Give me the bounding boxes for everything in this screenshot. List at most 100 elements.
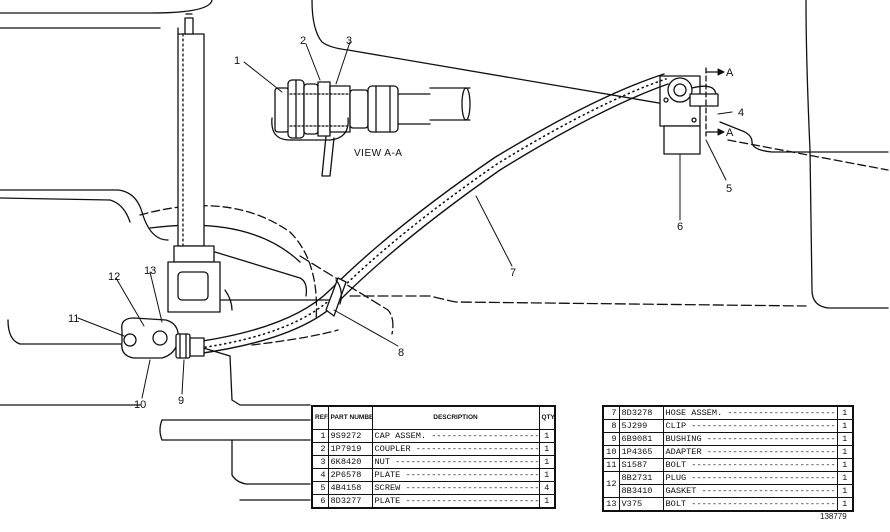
description-cell: BUSHING --------------------------------…: [662, 432, 838, 446]
ref-cell: 7: [602, 405, 620, 420]
callout-8: 8: [398, 347, 404, 359]
hose-assembly: [195, 73, 669, 355]
part-number-cell: S1587: [618, 458, 664, 472]
parts-table-left: REF. NO. PART NUMBER DESCRIPTION QTY 19S…: [311, 405, 556, 509]
coupler-view-aa: [271, 79, 471, 177]
callout-6: 6: [677, 221, 683, 233]
ref-cell: 5: [311, 481, 329, 495]
ref-cell: 11: [602, 458, 620, 472]
part-number-cell: 9S9272: [327, 429, 373, 443]
description-cell: CLIP -----------------------------------…: [662, 419, 838, 433]
qty-cell: 1: [538, 494, 556, 509]
description-cell: BOLT -----------------------------------…: [662, 497, 838, 512]
hose-clip: [325, 277, 347, 317]
vertical-pipe: [167, 13, 221, 313]
part-number-cell: 6K8420: [327, 455, 373, 469]
description-cell: NUT ------------------------------------…: [371, 455, 540, 469]
section-arrows: [705, 68, 725, 136]
callout-13: 13: [144, 265, 156, 277]
table-header: REF. NO. PART NUMBER DESCRIPTION QTY: [311, 405, 556, 430]
ref-cell: 12: [602, 471, 620, 498]
qty-cell: 1: [538, 429, 556, 443]
callout-1: 1: [234, 55, 240, 67]
part-number-cell: 8B2731: [618, 471, 664, 485]
qty-cell: 1: [836, 445, 854, 459]
qty-cell: 1: [538, 455, 556, 469]
callout-4: 4: [738, 107, 744, 119]
qty-cell: 1: [538, 442, 556, 456]
callout-10: 10: [134, 399, 146, 411]
header-part: PART NUMBER: [327, 405, 373, 430]
qty-cell: 1: [836, 484, 854, 498]
ref-cell: 13: [602, 497, 620, 512]
ref-cell: 1: [311, 429, 329, 443]
description-cell: CAP ASSEM. -----------------------------…: [371, 429, 540, 443]
part-number-cell: 4B4158: [327, 481, 373, 495]
ref-cell: 2: [311, 442, 329, 456]
ref-cell: 4: [311, 468, 329, 482]
adapter-assembly: [121, 317, 205, 359]
leader-lines: [77, 41, 733, 399]
qty-cell: 4: [538, 481, 556, 495]
description-cell: PLUG -----------------------------------…: [662, 471, 838, 485]
part-number-cell: V375: [618, 497, 664, 512]
catalog-number: 138779: [820, 512, 847, 521]
description-cell: GASKET ---------------------------------…: [662, 484, 838, 498]
qty-cell: 1: [836, 497, 854, 512]
section-mark-a-bottom: A: [726, 127, 734, 139]
qty-cell: 1: [836, 405, 854, 420]
part-number-cell: 5J299: [618, 419, 664, 433]
header-desc: DESCRIPTION: [371, 405, 540, 430]
ref-cell: 9: [602, 432, 620, 446]
callout-11: 11: [68, 313, 79, 325]
description-cell: PLATE ----------------------------------…: [371, 494, 540, 509]
callout-3: 3: [346, 35, 352, 47]
description-cell: HOSE ASSEM. ----------------------------…: [662, 405, 838, 420]
callout-7: 7: [510, 267, 516, 279]
part-number-cell: 1P7919: [327, 442, 373, 456]
description-cell: COUPLER --------------------------------…: [371, 442, 540, 456]
qty-cell: 1: [836, 471, 854, 485]
header-qty: QTY: [538, 405, 556, 430]
section-mark-a-top: A: [726, 67, 734, 79]
header-ref: REF. NO.: [311, 405, 329, 430]
callout-2: 2: [300, 35, 306, 47]
callout-9: 9: [178, 395, 184, 407]
mounting-plate: [659, 67, 719, 155]
part-number-cell: 2P6578: [327, 468, 373, 482]
part-number-cell: 8D3277: [327, 494, 373, 509]
qty-cell: 1: [836, 458, 854, 472]
callout-5: 5: [726, 183, 732, 195]
part-number-cell: 8B3410: [618, 484, 664, 498]
qty-cell: 1: [836, 432, 854, 446]
ref-cell: 8: [602, 419, 620, 433]
part-number-cell: 1P4365: [618, 445, 664, 459]
view-label: VIEW A-A: [354, 148, 402, 159]
part-number-cell: 8D3278: [618, 405, 664, 420]
qty-cell: 1: [538, 468, 556, 482]
description-cell: SCREW ----------------------------------…: [371, 481, 540, 495]
description-cell: BOLT -----------------------------------…: [662, 458, 838, 472]
ref-cell: 10: [602, 445, 620, 459]
description-cell: ADAPTER --------------------------------…: [662, 445, 838, 459]
description-cell: PLATE ----------------------------------…: [371, 468, 540, 482]
callout-12: 12: [108, 271, 120, 283]
qty-cell: 1: [836, 419, 854, 433]
ref-cell: 6: [311, 494, 329, 509]
ref-cell: 3: [311, 455, 329, 469]
